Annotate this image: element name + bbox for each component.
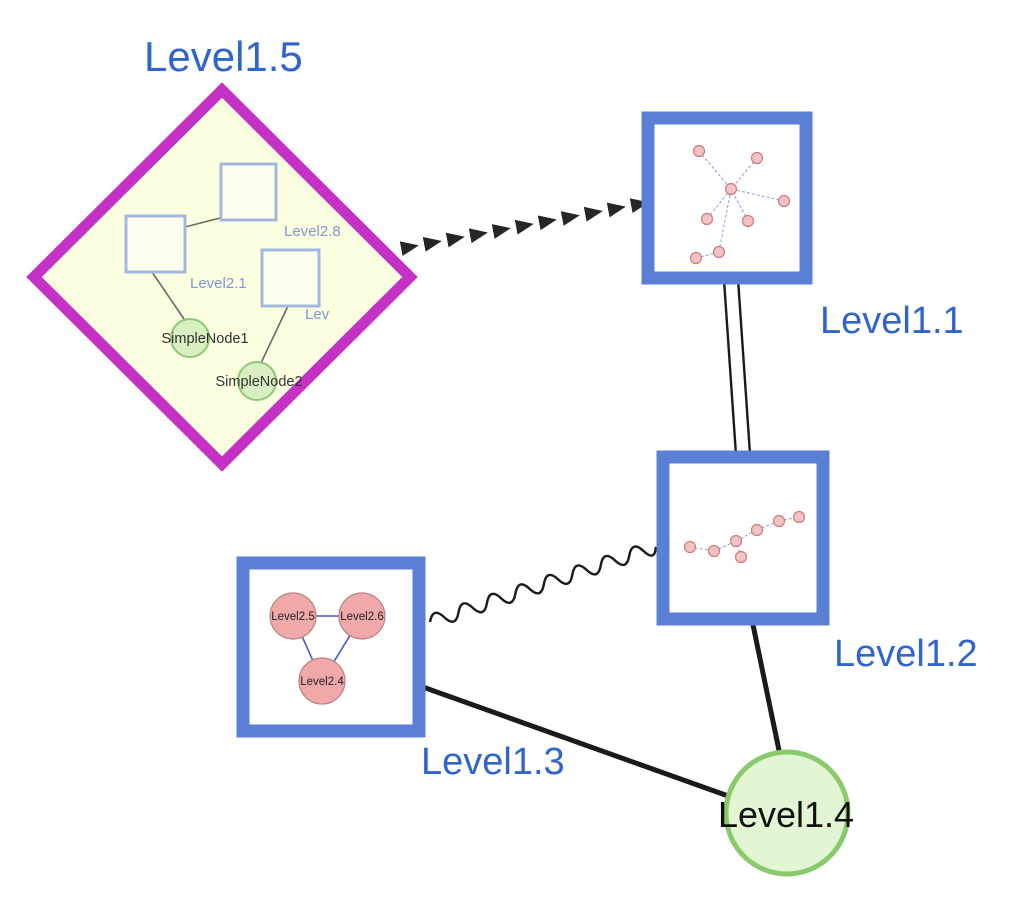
level15-diamond-shape[interactable] — [26, 82, 418, 472]
node-simplenode1[interactable] — [170, 318, 210, 358]
node-level15[interactable]: Level2.8 Level2.1 Lev SimpleNode1 Simple… — [26, 82, 418, 472]
node-level28[interactable] — [219, 162, 278, 222]
label-simplenode1: SimpleNode1 — [161, 331, 248, 347]
level11-mini-nodes[interactable] — [689, 144, 791, 265]
label-level28: Level2.8 — [284, 223, 341, 240]
edge-level11-level12[interactable] — [722, 278, 752, 456]
edge-level13-level12[interactable] — [428, 540, 658, 628]
label-level15: Level1.5 — [144, 33, 303, 80]
node-level13[interactable]: Level2.5 Level2.6 Level2.4 — [236, 556, 426, 738]
edge-level13-level14[interactable] — [419, 683, 746, 805]
label-lev: Lev — [305, 306, 330, 323]
label-level13: Level1.3 — [421, 741, 565, 783]
label-level11: Level1.1 — [820, 300, 964, 342]
level11-square-shape[interactable] — [641, 111, 813, 285]
node-level26[interactable] — [338, 592, 386, 640]
label-level24: Level2.4 — [300, 676, 344, 688]
node-level24[interactable] — [298, 657, 346, 705]
level14-circle-shape[interactable] — [723, 749, 851, 877]
label-level21: Level2.1 — [190, 275, 247, 292]
edge-lev-simplenode2[interactable] — [260, 305, 289, 364]
label-simplenode2: SimpleNode2 — [215, 374, 302, 390]
level12-mini-nodes[interactable] — [683, 510, 806, 564]
label-level25: Level2.5 — [271, 611, 314, 623]
node-level11[interactable] — [641, 111, 813, 285]
node-level21[interactable] — [124, 214, 187, 274]
edge-level15-level11[interactable] — [399, 198, 649, 257]
label-level26: Level2.6 — [340, 611, 383, 623]
level13-square-shape[interactable] — [236, 556, 426, 738]
node-level14[interactable]: Level1.4 — [718, 749, 854, 877]
edge-level21-simplenode1[interactable] — [151, 271, 187, 323]
label-level14: Level1.4 — [718, 794, 854, 835]
level12-square-shape[interactable] — [656, 450, 830, 626]
node-level12[interactable] — [656, 450, 830, 626]
edge-level12-level14[interactable] — [749, 619, 784, 761]
node-lev[interactable] — [260, 248, 321, 308]
node-level25[interactable] — [269, 592, 317, 640]
edge-level28-level21[interactable] — [180, 216, 225, 229]
node-simplenode2[interactable] — [237, 361, 277, 401]
label-level12: Level1.2 — [834, 633, 978, 675]
